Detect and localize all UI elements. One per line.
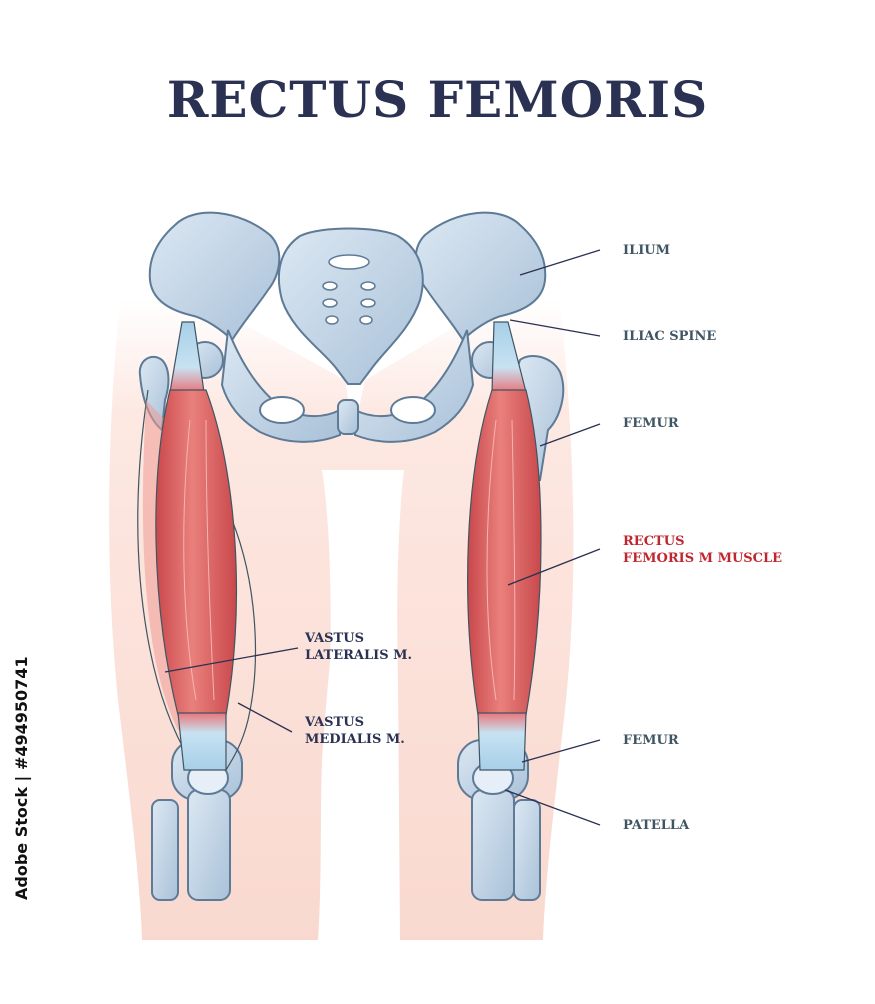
inner-thigh-gap — [322, 470, 404, 940]
label-ilium: ILIUM — [623, 242, 670, 259]
label-patella: PATELLA — [623, 817, 689, 834]
label-rectus-line2: FEMORIS M MUSCLE — [623, 550, 782, 567]
label-femur-lower: FEMUR — [623, 732, 679, 749]
label-vastus-medialis-line2: MEDIALIS M. — [305, 731, 405, 748]
label-vastus-medialis-line1: VASTUS — [305, 714, 405, 731]
label-femur-upper: FEMUR — [623, 415, 679, 432]
label-vastus-lateralis: VASTUS LATERALIS M. — [305, 630, 412, 664]
label-vastus-lateralis-line2: LATERALIS M. — [305, 647, 412, 664]
label-rectus-femoris-muscle: RECTUS FEMORIS M MUSCLE — [623, 533, 782, 567]
obturator-foramen-right — [391, 397, 435, 423]
label-iliac-spine: ILIAC SPINE — [623, 328, 716, 345]
label-vastus-lateralis-line1: VASTUS — [305, 630, 412, 647]
label-rectus-line1: RECTUS — [623, 533, 782, 550]
label-vastus-medialis: VASTUS MEDIALIS M. — [305, 714, 405, 748]
obturator-foramen-left — [260, 397, 304, 423]
stock-id-text: Adobe Stock | #494950741 — [12, 656, 31, 900]
page-title: RECTUS FEMORIS — [0, 70, 875, 129]
